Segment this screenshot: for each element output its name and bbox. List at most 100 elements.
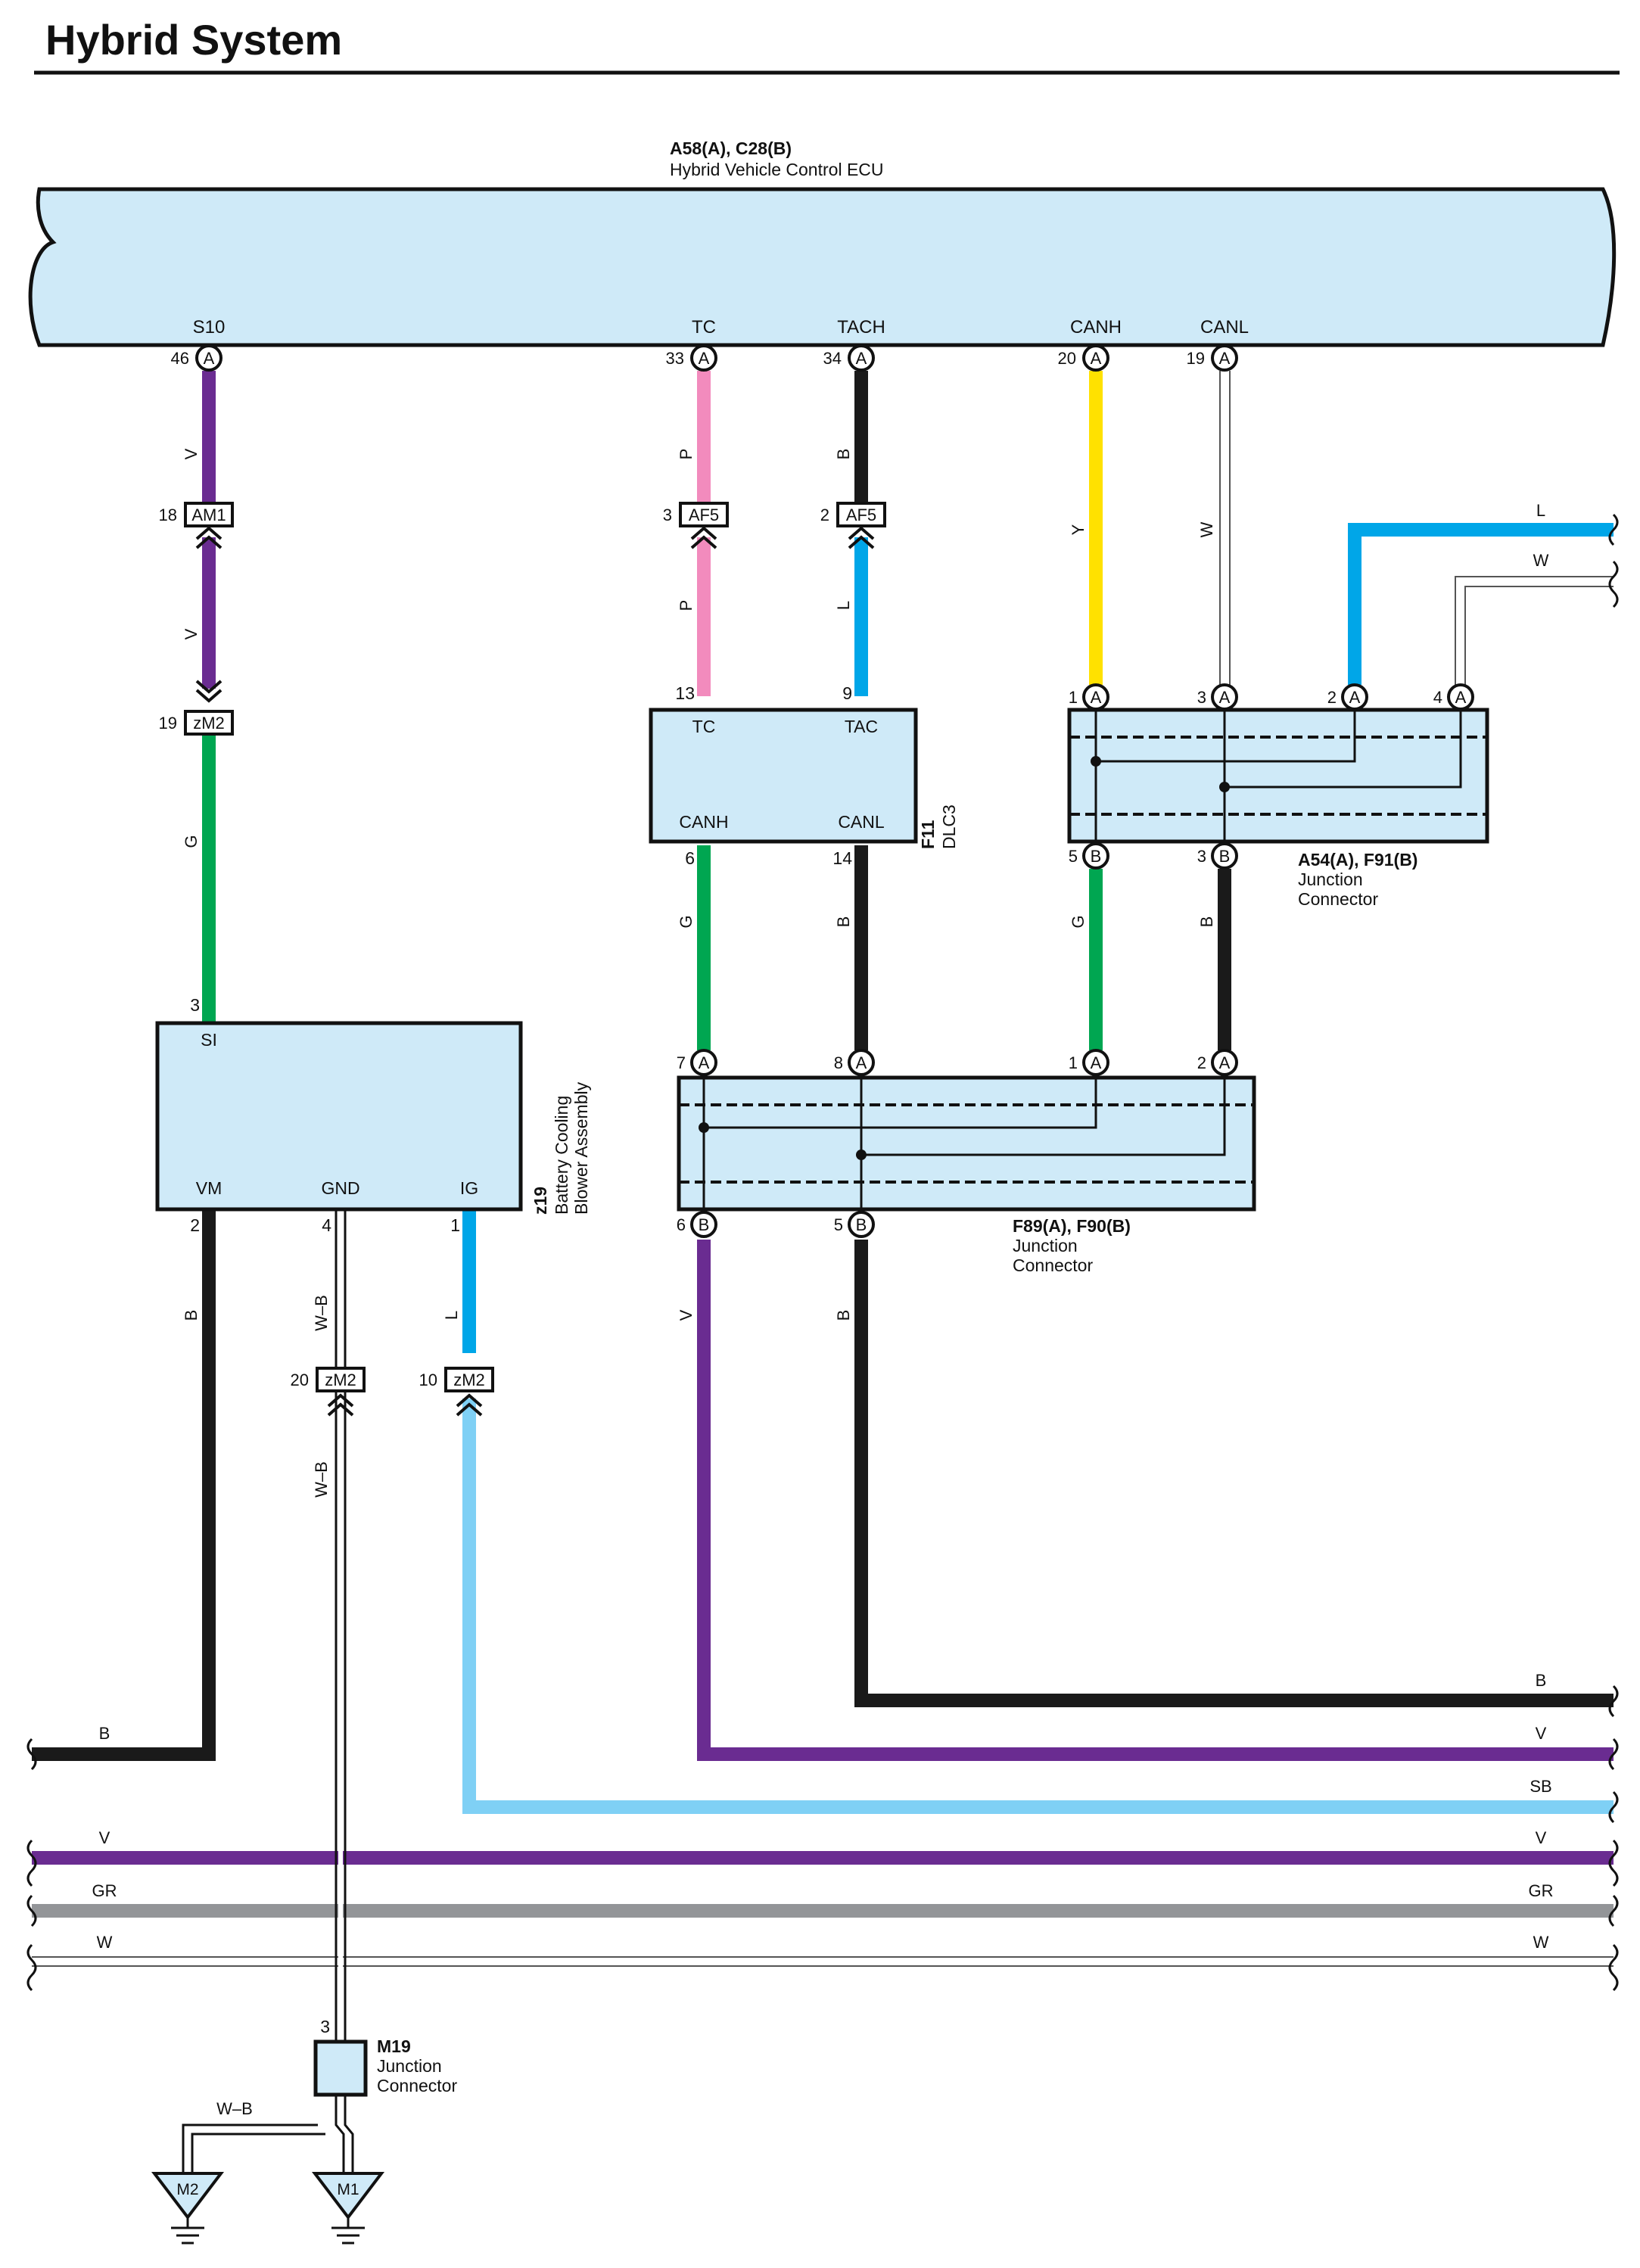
ecu-body xyxy=(28,187,1617,347)
wire-f89-violet xyxy=(697,1240,1614,1761)
edge-bus-w-right: W xyxy=(1533,1933,1549,1952)
dlc3-code: F11 xyxy=(918,820,938,849)
blower-name-2: Blower Assembly xyxy=(571,1081,591,1215)
edge-right-v: V xyxy=(1536,1724,1547,1743)
label-b1: B xyxy=(834,449,853,460)
wire-right-l-blue xyxy=(1348,523,1614,685)
ecu-terminal-s10: S10 xyxy=(193,317,226,338)
ecu-pin-s10: A 46 xyxy=(171,344,223,372)
dlc3-tc-label: TC xyxy=(692,717,716,736)
dlc3-canh-pin: 6 xyxy=(685,848,695,868)
connector-af5-tach-name: AF5 xyxy=(846,506,876,524)
f89-top-pin-4-num: 2 xyxy=(1197,1053,1206,1072)
label-v3: V xyxy=(677,1309,696,1321)
inline-connectors: AM1 18 AF5 3 AF5 2 zM2 19 zM2 xyxy=(159,502,886,1417)
f89-top-pin-1-num: 7 xyxy=(677,1053,686,1072)
a54-name-1: Junction xyxy=(1298,870,1363,889)
ecu-pin-s10-conn: A xyxy=(204,349,215,368)
ecu-code: A58(A), C28(B) xyxy=(670,138,792,158)
ecu-pin-tach-num: 34 xyxy=(823,349,842,368)
a54-top-pin-2-num: 3 xyxy=(1197,688,1206,707)
edge-right-l: L xyxy=(1536,501,1545,520)
blower-ig-label: IG xyxy=(460,1178,478,1198)
wires xyxy=(32,371,1614,2173)
m19-name-1: Junction xyxy=(377,2056,442,2076)
connector-zm2-10-name: zM2 xyxy=(453,1370,485,1389)
connector-zm2-20-name: zM2 xyxy=(325,1370,356,1389)
a54-top-pin-2-conn: A xyxy=(1219,688,1231,707)
ecu-pin-canh-num: 20 xyxy=(1058,349,1076,368)
dlc3-canh-label: CANH xyxy=(679,812,728,832)
a54-top-pin-1-conn: A xyxy=(1091,688,1102,707)
f89-top-pin-3-conn: A xyxy=(1091,1053,1102,1072)
connector-zm2-10: zM2 10 xyxy=(419,1367,494,1417)
label-l2: L xyxy=(442,1311,461,1320)
m19-junction: 3 M19 Junction Connector xyxy=(313,2017,457,2097)
a54-code: A54(A), F91(B) xyxy=(1298,850,1417,870)
wire-vm-black xyxy=(32,1209,216,1761)
blower-name-1: Battery Cooling xyxy=(552,1096,571,1215)
wire-right-w-a xyxy=(1455,576,1614,685)
ecu: A58(A), C28(B) Hybrid Vehicle Control EC… xyxy=(28,138,1617,347)
ecu-pin-tach-conn: A xyxy=(856,349,867,368)
connector-af5-tach: AF5 2 xyxy=(820,502,886,549)
ecu-pin-tc-num: 33 xyxy=(666,349,684,368)
label-p2: P xyxy=(677,600,696,611)
dlc3: 13 9 TC TAC CANH CANL 6 14 F11 DLC3 xyxy=(649,683,959,868)
label-p1: P xyxy=(677,449,696,460)
ground-m2-label: M2 xyxy=(176,2181,198,2198)
connector-am1: AM1 18 xyxy=(159,502,234,549)
ecu-pin-canl-conn: A xyxy=(1219,349,1231,368)
connector-zm2-19-name: zM2 xyxy=(193,714,225,733)
ground-m2: M2 xyxy=(151,2172,225,2245)
f89-top-pin-4-conn: A xyxy=(1219,1053,1231,1072)
f89-name-1: Junction xyxy=(1013,1236,1078,1255)
wire-break-marks xyxy=(26,513,1619,1992)
blower-gnd-pin: 4 xyxy=(322,1215,331,1235)
f89-bottom-pin-2-conn: B xyxy=(856,1215,867,1234)
dlc3-tac-pin: 9 xyxy=(842,683,852,703)
edge-bus-gr-right: GR xyxy=(1529,1881,1554,1900)
connector-zm2-10-pin: 10 xyxy=(419,1370,437,1389)
a54-top-pin-4-conn: A xyxy=(1455,688,1467,707)
page-title: Hybrid System xyxy=(45,16,342,64)
ecu-pin-canl: A 19 xyxy=(1187,344,1238,372)
label-v1: V xyxy=(182,448,201,459)
junction-f89: A 7 A 8 A 1 A 2 B 6 B 5 F89(A), F90(B) J… xyxy=(677,1049,1256,1275)
blower-si-pin: 3 xyxy=(190,995,200,1015)
ecu-pin-canl-num: 19 xyxy=(1187,349,1205,368)
label-g1: G xyxy=(182,835,201,848)
f89-bottom-pin-1-num: 6 xyxy=(677,1215,686,1234)
wire-f89-black xyxy=(854,1240,1614,1707)
edge-bus-w-left: W xyxy=(97,1933,113,1952)
ecu-name: Hybrid Vehicle Control ECU xyxy=(670,160,884,179)
label-wb1: W–B xyxy=(312,1295,331,1331)
label-v2: V xyxy=(182,628,201,639)
edge-bus-v-right: V xyxy=(1536,1828,1547,1847)
wire-m19-m1-a xyxy=(335,2096,345,2173)
ecu-pin-s10-num: 46 xyxy=(171,349,189,368)
ecu-pin-tach: A 34 xyxy=(823,344,875,372)
wire-labels: V V G P P B L Y W G B G B V B B W–B W–B … xyxy=(92,448,1554,2118)
connector-af5-tc-pin: 3 xyxy=(663,506,672,524)
connector-am1-pin: 18 xyxy=(159,506,177,524)
edge-right-b: B xyxy=(1536,1671,1547,1690)
label-w: W xyxy=(1197,521,1216,537)
label-l1: L xyxy=(834,601,853,610)
blower-code: z19 xyxy=(531,1187,550,1215)
connector-zm2-19: zM2 19 xyxy=(159,680,234,736)
ecu-terminal-tc: TC xyxy=(692,317,716,338)
blower-si-label: SI xyxy=(201,1030,217,1050)
label-b5: B xyxy=(834,1310,853,1321)
connector-af5-tc: AF5 3 xyxy=(663,502,729,549)
label-g2: G xyxy=(677,915,696,928)
f89-top-pin-2-num: 8 xyxy=(834,1053,843,1072)
f89-code: F89(A), F90(B) xyxy=(1013,1216,1131,1236)
edge-right-sb: SB xyxy=(1530,1777,1551,1796)
dlc3-tc-pin: 13 xyxy=(675,683,695,703)
edge-bus-v-left: V xyxy=(99,1828,110,1847)
edge-bus-gr-left: GR xyxy=(92,1881,117,1900)
label-b3: B xyxy=(1197,916,1216,928)
blower-vm-pin: 2 xyxy=(190,1215,200,1235)
a54-top-pin-3-num: 2 xyxy=(1327,688,1337,707)
